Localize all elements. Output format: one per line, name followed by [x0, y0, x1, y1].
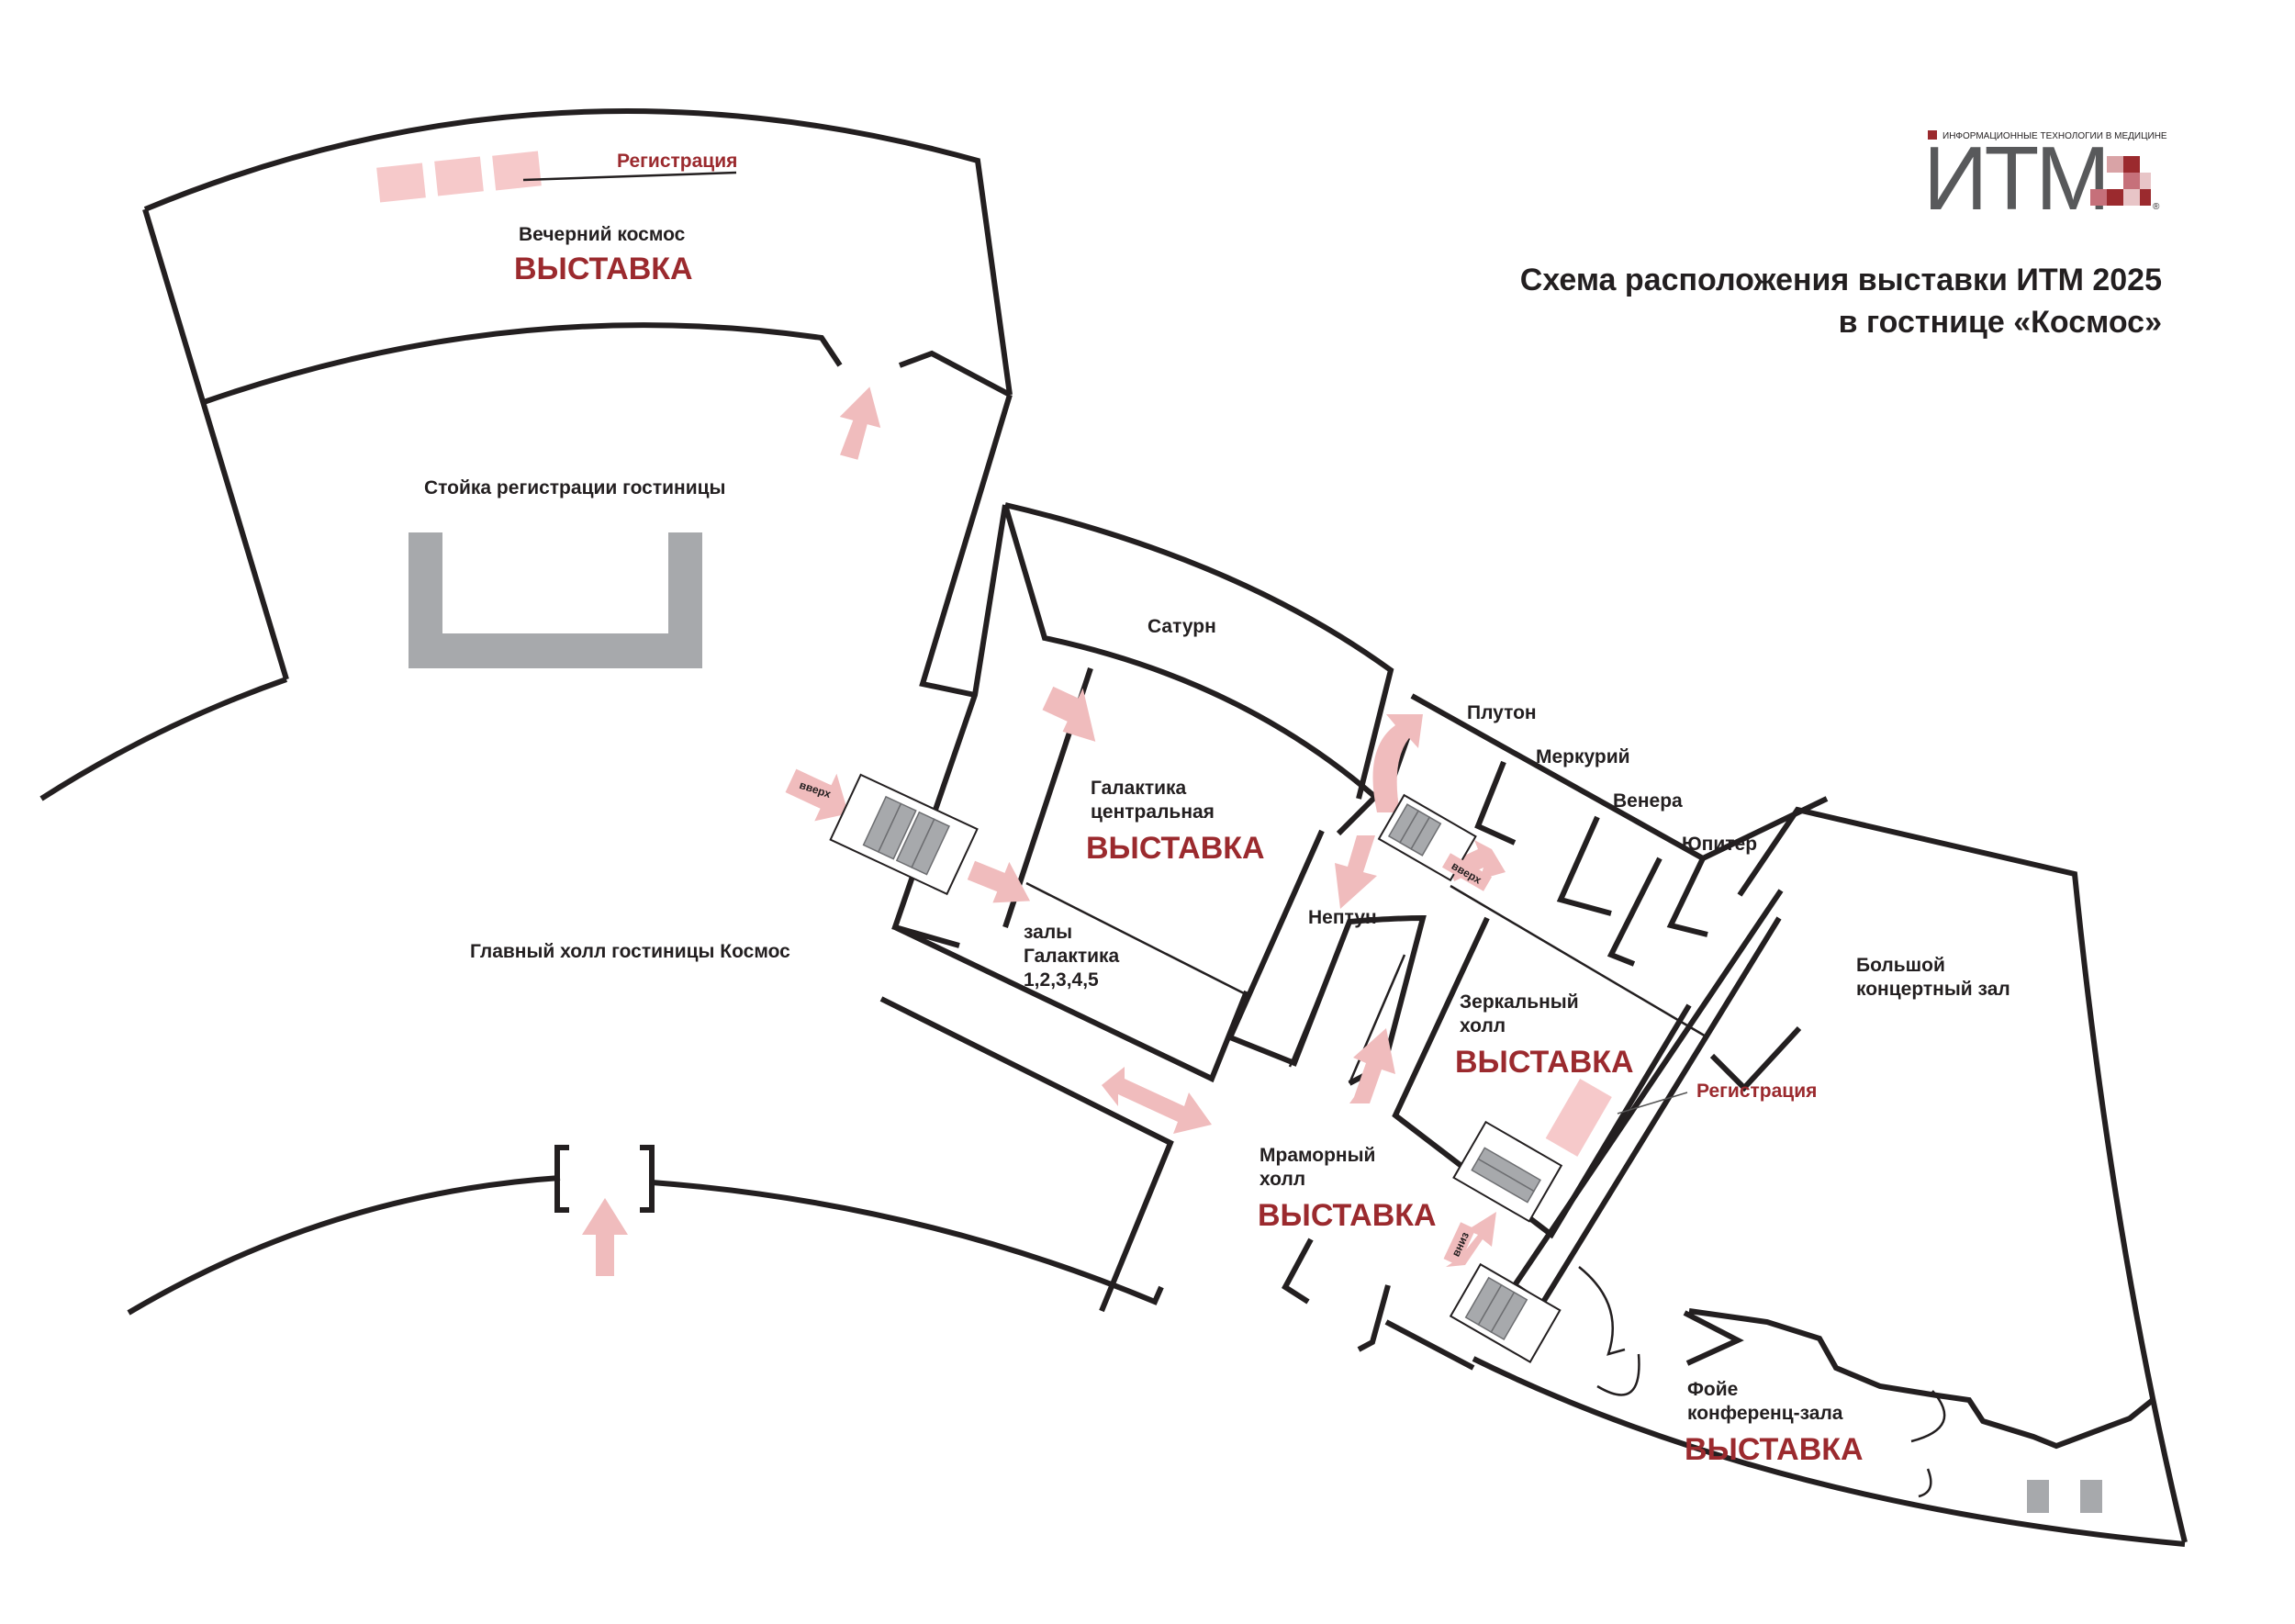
- staircase-mirror: [1452, 1120, 1563, 1223]
- mirror-hall-label-1: Зеркальный: [1460, 991, 1579, 1013]
- hotel-reception-label: Стойка регистрации гостиницы: [424, 477, 725, 498]
- galaxy-halls-label-1: залы: [1024, 922, 1072, 943]
- neptune-inner-2: [1348, 954, 1406, 1084]
- saturn-label: Сатурн: [1148, 616, 1216, 637]
- evening-cosmos-wall-top: [143, 108, 1013, 396]
- registration-pointer-mirror: [1617, 1092, 1688, 1114]
- arrow-icon: [1349, 1028, 1395, 1103]
- jupiter-wall: [1666, 857, 1708, 937]
- logo-registered: ®: [2153, 202, 2160, 212]
- registration-label-top: Регистрация: [617, 151, 737, 172]
- foyer-zigzag: [1683, 1308, 2155, 1450]
- arrow-icon: [582, 1198, 628, 1276]
- evening-cosmos-wall-left: [142, 208, 289, 680]
- map-title-line-1: Схема расположения выставки ИТМ 2025: [1520, 263, 2162, 297]
- marble-lower-wall: [1384, 1319, 1475, 1371]
- evening-cosmos-divider: [203, 322, 843, 405]
- evening-cosmos-label: Вечерний космос: [519, 224, 686, 245]
- mercury-wall: [1556, 815, 1612, 916]
- neptune-block: [1226, 829, 1427, 1086]
- main-hall-label: Главный холл гостиницы Космос: [470, 941, 790, 962]
- marble-hall-label-1: Мраморный: [1259, 1145, 1375, 1166]
- hotel-reception-desk: [409, 532, 702, 668]
- registration-boxes-top: [376, 151, 542, 203]
- concert-hall-exit-box-inner: [2049, 1480, 2080, 1513]
- logo-square-icon: [1928, 130, 1937, 140]
- concert-hall-wall: [1737, 806, 2188, 1543]
- galaxy-halls-divider: [1025, 881, 1245, 995]
- arrow-icon: [967, 860, 1031, 903]
- evening-cosmos-divider-right: [898, 350, 1012, 398]
- galaxy-halls-label-3: 1,2,3,4,5: [1024, 969, 1099, 991]
- neptune-inner-1: [1288, 921, 1351, 1068]
- map-title-line-2: в гостнице «Космос»: [1839, 305, 2162, 340]
- main-hall-entrance-right: [640, 1145, 655, 1213]
- corridor-line: [1450, 884, 1708, 1039]
- registration-label-mirror: Регистрация: [1696, 1081, 1817, 1102]
- exhibition-label-foyer: ВЫСТАВКА: [1685, 1432, 1864, 1467]
- marble-entrance-right: [1357, 1284, 1391, 1352]
- concert-hall-label-1: Большой: [1856, 955, 1945, 976]
- jupiter-label: Юпитер: [1682, 834, 1757, 855]
- wing-right-edge: [919, 394, 1013, 698]
- foyer-label-1: Фойе: [1687, 1379, 1738, 1400]
- neptune-label: Нептун: [1308, 907, 1377, 928]
- lower-corridor-wall: [879, 996, 1174, 1313]
- walls: [39, 108, 2188, 1547]
- corridor-end: [1709, 1025, 1802, 1092]
- pluto-label: Плутон: [1467, 702, 1537, 723]
- arrow-icon: [1335, 835, 1377, 909]
- saturn-top: [1002, 504, 1380, 836]
- concert-hall-label-2: концертный зал: [1856, 979, 2010, 1000]
- logo-pixel-pattern-icon: [2090, 156, 2151, 206]
- mercury-label: Меркурий: [1536, 746, 1630, 767]
- lower-arc: [1472, 1356, 2186, 1547]
- staircase-left: [829, 773, 979, 896]
- foyer-door-3: [1910, 1390, 1946, 1443]
- itm-logo: ИНФОРМАЦИОННЫЕ ТЕХНОЛОГИИ В МЕДИЦИНЕ ИТМ…: [1923, 128, 2167, 229]
- logo-mark: ИТМ: [1923, 128, 2107, 229]
- exhibition-label-mirror-hall: ВЫСТАВКА: [1455, 1045, 1634, 1080]
- exhibition-label-evening-cosmos: ВЫСТАВКА: [514, 252, 693, 286]
- arrow-icon: [1102, 1067, 1212, 1134]
- logo-tagline: ИНФОРМАЦИОННЫЕ ТЕХНОЛОГИИ В МЕДИЦИНЕ: [1942, 131, 2167, 141]
- registration-pointer-top: [522, 171, 737, 182]
- mirror-hall-label-2: холл: [1460, 1015, 1506, 1036]
- foyer-door-1: [1578, 1266, 1626, 1356]
- exhibition-label-galaxy: ВЫСТАВКА: [1086, 831, 1265, 866]
- foyer-door-2: [1596, 1353, 1640, 1396]
- arrow-icon: [1372, 714, 1423, 812]
- galaxy-halls-label-2: Галактика: [1024, 946, 1120, 967]
- venus-wall: [1606, 857, 1662, 967]
- arrow-icon: [1446, 1212, 1496, 1267]
- main-hall-arc-top: [39, 677, 287, 801]
- foyer-label-2: конференц-зала: [1687, 1403, 1843, 1424]
- staircase-lower: [1449, 1262, 1562, 1363]
- marble-hall-label-2: холл: [1259, 1169, 1305, 1190]
- marble-entrance-left: [1282, 1238, 1314, 1305]
- arrow-icon: [1042, 686, 1096, 742]
- exhibition-label-marble-hall: ВЫСТАВКА: [1258, 1198, 1437, 1233]
- galaxy-central-label-1: Галактика: [1091, 778, 1187, 799]
- main-hall-arc-bottom-left: [127, 1175, 561, 1316]
- registration-box-mirror: [1545, 1078, 1612, 1157]
- venus-label: Венера: [1613, 790, 1683, 812]
- foyer-door-4: [1918, 1468, 1932, 1498]
- arrow-icon: [839, 386, 881, 460]
- galaxy-central-label-2: центральная: [1091, 801, 1215, 823]
- main-hall-entrance-left: [554, 1145, 569, 1213]
- pluto-wall: [1474, 760, 1517, 846]
- main-hall-arc-bottom-right: [651, 1180, 1164, 1305]
